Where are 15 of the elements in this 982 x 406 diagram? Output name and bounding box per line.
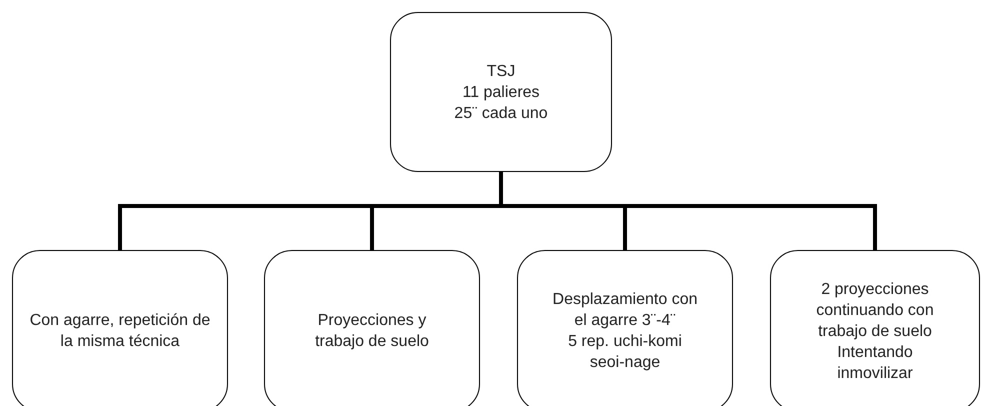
rounded-box [12, 250, 228, 406]
node-text: 11 palieres [462, 82, 540, 102]
node-text: 5 rep. uchi-komi seoi-nage [567, 332, 683, 373]
node-text: 2 proyecciones continuando con trabajo de suelo [815, 280, 935, 342]
node-text: Con agarre, repetición de la misma técnica [28, 311, 212, 352]
node-text: Desplazamiento con el agarre 3¨-4¨ [552, 290, 698, 331]
node-text: TSJ [486, 62, 516, 82]
rounded-box [517, 250, 733, 406]
node-text: 25¨ cada uno [454, 104, 548, 124]
rounded-box [264, 250, 480, 406]
node-text: Proyecciones y trabajo de suelo [314, 311, 430, 352]
node-text: Intentando inmovilizar [836, 342, 914, 384]
rounded-box [390, 12, 612, 172]
rounded-box [770, 250, 980, 406]
connector-line [499, 172, 877, 250]
